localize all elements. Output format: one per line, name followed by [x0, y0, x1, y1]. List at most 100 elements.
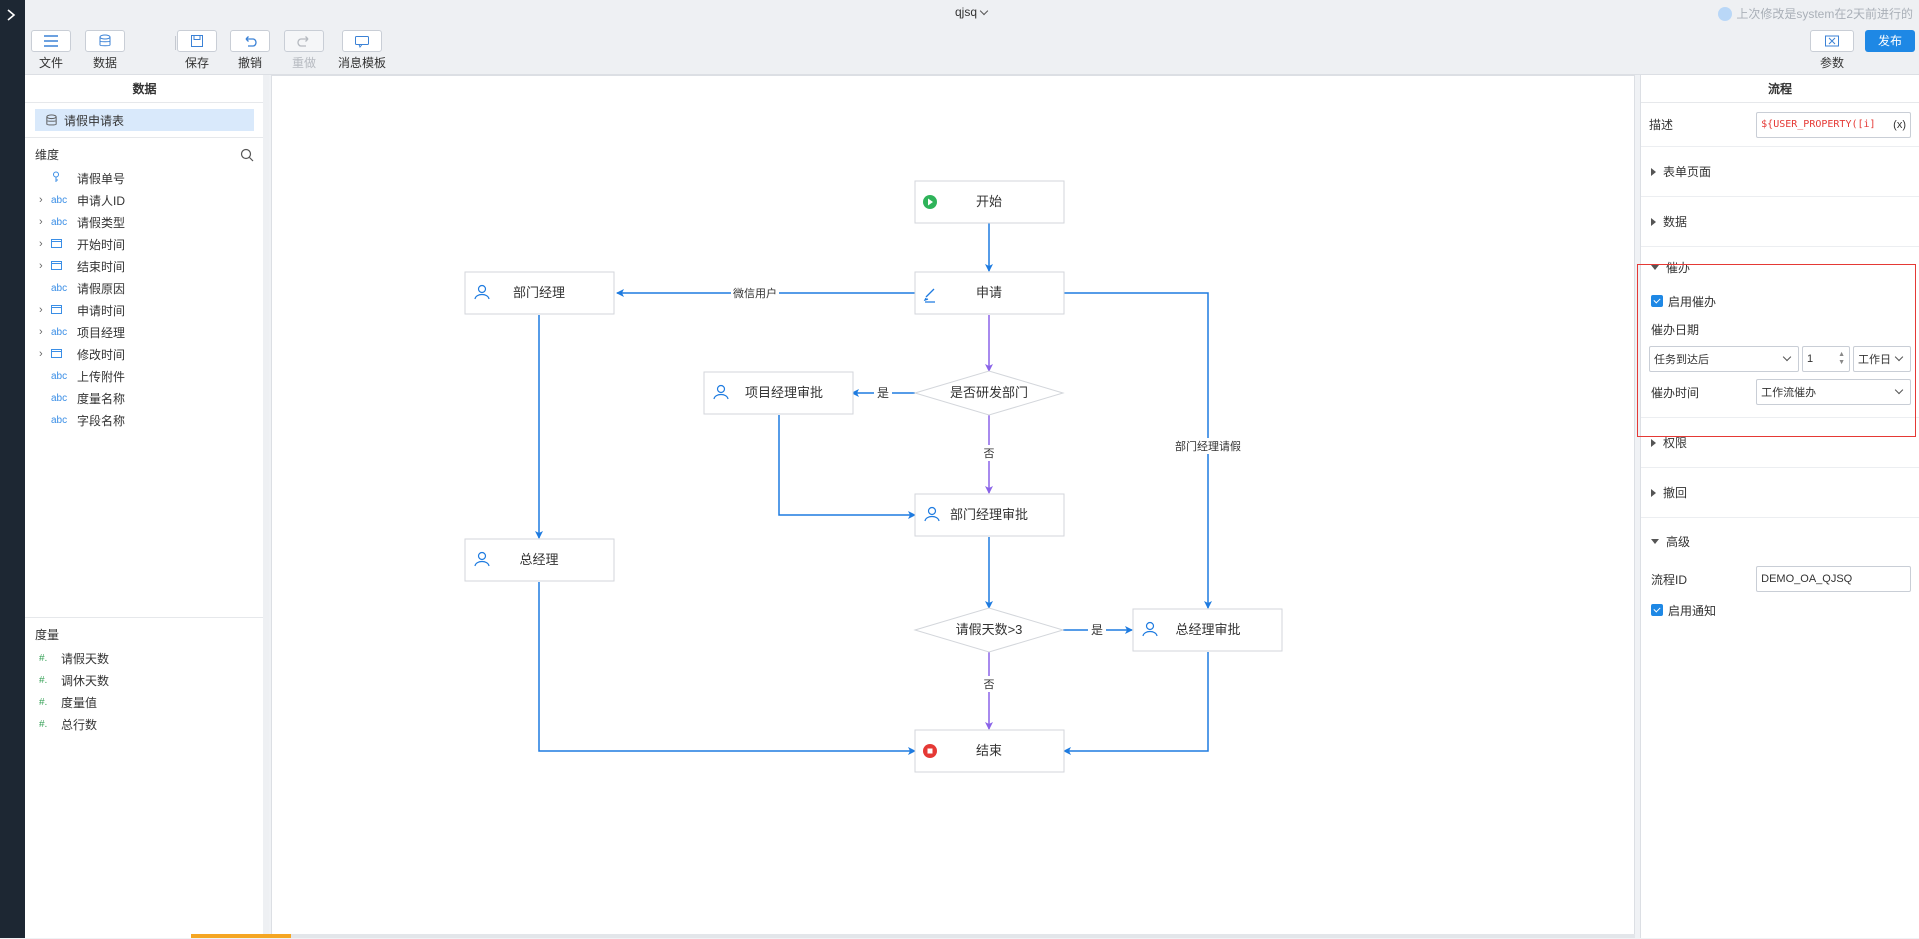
- redo-button[interactable]: 重做: [282, 30, 326, 71]
- dimension-item[interactable]: ›开始时间: [39, 237, 126, 252]
- node-dept-approve[interactable]: 部门经理审批: [914, 493, 1065, 537]
- advanced-header[interactable]: 高级: [1641, 518, 1919, 564]
- dimension-item[interactable]: ›修改时间: [39, 347, 126, 362]
- node-start[interactable]: 开始: [914, 180, 1065, 224]
- menu-icon: [44, 35, 58, 47]
- toolbar-divider: [175, 36, 176, 50]
- expand-chevron-icon[interactable]: [4, 8, 18, 22]
- edge-label-yes-2: 是: [1091, 623, 1103, 637]
- svg-text:开始: 开始: [976, 194, 1002, 209]
- message-icon: [355, 35, 369, 48]
- panel-resizer[interactable]: [263, 75, 269, 938]
- stepper-icon[interactable]: ▲▼: [1838, 351, 1845, 366]
- app-side-strip: [0, 0, 25, 938]
- caret-right-icon: [1651, 438, 1656, 447]
- measure-item[interactable]: #.度量值: [39, 695, 98, 710]
- description-row: 描述 ${USER_PROPERTY([i] (x): [1641, 103, 1919, 147]
- edge-pm-dept-approve[interactable]: [778, 415, 916, 519]
- caret-down-icon: [1651, 538, 1659, 544]
- top-toolbar: qjsq 文件 数据 保存 撤销 重做 消息模板 上次修改是system在2天前…: [25, 0, 1919, 75]
- text-type-icon: abc: [51, 326, 68, 338]
- message-template-button[interactable]: 消息模板: [336, 30, 388, 71]
- edge-gm-end[interactable]: [538, 582, 916, 755]
- node-gm-approve[interactable]: 总经理审批: [1132, 608, 1283, 652]
- urge-date-label: 催办日期: [1651, 322, 1700, 337]
- data-button[interactable]: 数据: [83, 30, 127, 71]
- svg-text:部门经理审批: 部门经理审批: [950, 507, 1028, 522]
- section-urge: 催办 启用催办 催办日期 任务到达后 1▲▼ 工作日 催办时间 工作流催办: [1641, 247, 1919, 418]
- node-days-gt3[interactable]: 请假天数>3: [913, 607, 1065, 653]
- params-button[interactable]: 参数: [1808, 30, 1856, 71]
- number-type-icon: #.: [39, 674, 48, 686]
- node-dept-manager[interactable]: 部门经理: [464, 271, 615, 315]
- dimension-item[interactable]: ›结束时间: [39, 259, 126, 274]
- section-withdraw[interactable]: 撤回: [1641, 468, 1919, 518]
- chevron-right-icon[interactable]: ›: [39, 238, 43, 250]
- flow-title[interactable]: qjsq: [955, 5, 989, 19]
- node-pm-approve[interactable]: 项目经理审批: [703, 371, 854, 415]
- measure-item[interactable]: #.总行数: [39, 717, 98, 732]
- publish-button[interactable]: 发布: [1865, 30, 1915, 52]
- horizontal-scrollbar[interactable]: [191, 934, 1635, 938]
- description-input[interactable]: ${USER_PROPERTY([i] (x): [1756, 111, 1911, 138]
- scrollbar-thumb[interactable]: [191, 934, 291, 938]
- text-type-icon: abc: [51, 216, 68, 228]
- svg-text:请假天数>3: 请假天数>3: [956, 622, 1023, 637]
- node-is-rd[interactable]: 是否研发部门: [913, 370, 1065, 416]
- section-form-page[interactable]: 表单页面: [1641, 147, 1919, 197]
- table-selector[interactable]: 请假申请表: [35, 109, 254, 131]
- database-icon: [46, 113, 57, 125]
- undo-button[interactable]: 撤销: [228, 30, 272, 71]
- edge-gm-approve-end[interactable]: [1063, 652, 1209, 755]
- section-data[interactable]: 数据: [1641, 197, 1919, 247]
- flow-id-input[interactable]: DEMO_OA_QJSQ: [1756, 566, 1911, 592]
- section-permission[interactable]: 权限: [1641, 418, 1919, 468]
- save-icon: [191, 35, 203, 47]
- calendar-icon: [51, 260, 62, 270]
- node-end[interactable]: 结束: [914, 729, 1065, 773]
- measure-list: #.请假天数 #.调休天数 #.度量值 #.总行数: [25, 647, 265, 735]
- check-icon: [1651, 604, 1663, 616]
- measure-item[interactable]: #.请假天数: [39, 651, 110, 666]
- enable-urge-checkbox[interactable]: 启用催办: [1641, 287, 1919, 315]
- chevron-right-icon[interactable]: ›: [39, 260, 43, 272]
- chevron-right-icon[interactable]: ›: [39, 348, 43, 360]
- urge-date-unit-select[interactable]: 工作日: [1853, 346, 1911, 372]
- svg-text:申请: 申请: [976, 285, 1002, 300]
- check-icon: [1651, 295, 1663, 307]
- caret-right-icon: [1651, 167, 1656, 176]
- text-type-icon: abc: [51, 370, 68, 382]
- chevron-right-icon[interactable]: ›: [39, 216, 43, 228]
- node-apply[interactable]: 申请: [914, 271, 1065, 315]
- user-icon: [1142, 621, 1158, 637]
- chevron-right-icon[interactable]: ›: [39, 194, 43, 206]
- chevron-right-icon[interactable]: ›: [39, 304, 43, 316]
- svg-text:项目经理审批: 项目经理审批: [745, 385, 823, 400]
- edge-apply-gm-approve[interactable]: [1064, 292, 1212, 609]
- file-button[interactable]: 文件: [29, 30, 73, 71]
- dimension-item[interactable]: ›申请时间: [39, 303, 126, 318]
- variable-button[interactable]: (x): [1893, 118, 1906, 131]
- measure-item[interactable]: #.调休天数: [39, 673, 110, 688]
- urge-time-select[interactable]: 工作流催办: [1756, 379, 1911, 405]
- enable-notify-checkbox[interactable]: 启用通知: [1641, 594, 1919, 626]
- node-gm[interactable]: 总经理: [464, 538, 615, 582]
- calendar-icon: [51, 348, 62, 358]
- flow-id-label: 流程ID: [1651, 572, 1688, 587]
- flow-canvas[interactable]: 微信用户 是 否 部门经理请假 是 否 开始 申请 部门经理 是否研: [271, 75, 1635, 938]
- save-button[interactable]: 保存: [175, 30, 219, 71]
- urge-date-mode-select[interactable]: 任务到达后: [1649, 346, 1799, 372]
- urge-date-number-input[interactable]: 1▲▼: [1802, 346, 1850, 372]
- user-icon: [474, 551, 490, 567]
- search-icon[interactable]: [240, 148, 254, 162]
- dimension-item[interactable]: 请假单号: [25, 167, 264, 189]
- chevron-right-icon[interactable]: ›: [39, 326, 43, 338]
